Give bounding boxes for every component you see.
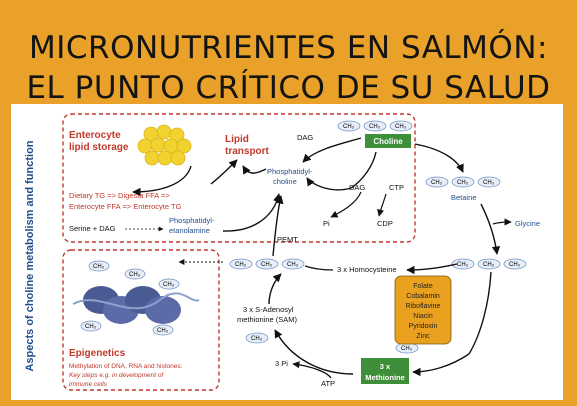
svg-text:CH₃: CH₃: [509, 262, 521, 268]
cofactor-list: Folate Cobalamin Riboflavine Niacin Pyri…: [406, 283, 441, 340]
histone-illustration: [72, 286, 200, 324]
ch3-methionine: CH₃: [395, 342, 419, 354]
cofactor-folate: Folate: [413, 283, 433, 290]
homocysteine-label: 3 x Homocysteine: [337, 265, 397, 274]
svg-text:CH₃: CH₃: [431, 180, 443, 186]
title-line-1: MICRONUTRIENTES EN SALMÓN:: [29, 30, 548, 66]
svg-text:CH₃: CH₃: [163, 282, 175, 288]
betaine-label: Betaine: [451, 193, 476, 202]
svg-text:CH₃: CH₃: [401, 346, 413, 352]
atp-label: ATP: [321, 379, 335, 388]
glycine-label: Glycine: [515, 219, 540, 228]
epigenetics-box: [62, 249, 220, 391]
ch3-row-betaine: CH₃ CH₃ CH₃: [425, 176, 501, 188]
cofactor-riboflavine: Riboflavine: [406, 303, 441, 310]
cofactor-box: [394, 275, 452, 345]
epigenetics-line2: Key steps e.g. in development of: [69, 372, 165, 379]
epigenetics-line3: immune cells: [69, 381, 108, 388]
dietary-line1: Dietary TG => Digesta FFA =>: [69, 191, 170, 200]
ch3-epigenetics: CH₃ CH₃ CH₃ CH₃ CH₃: [80, 260, 180, 336]
cofactor-zinc: Zinc: [416, 333, 430, 340]
svg-text:CH₃: CH₃: [369, 124, 381, 130]
svg-text:CH₃: CH₃: [483, 262, 495, 268]
enterocyte-storage-line1: Enterocyte: [69, 130, 121, 141]
lipid-transport-line2: transport: [225, 146, 270, 157]
svg-text:CH₃: CH₃: [85, 324, 97, 330]
cofactor-pyridoxin: Pyridoxin: [409, 323, 438, 330]
epigenetics-line1: Methylation of DNA, RNA and histones:: [69, 363, 183, 370]
dietary-line2: Enterocyte FFA => Enterocyte TG: [69, 202, 182, 211]
cofactor-niacin: Niacin: [413, 313, 433, 320]
pemt-label: PEMT: [277, 235, 298, 244]
diagram-panel: Aspects of choline metabolism and functi…: [11, 104, 563, 400]
ch3-row-choline: CH₃ CH₃ CH₃: [337, 120, 413, 132]
svg-text:CH₃: CH₃: [129, 272, 141, 278]
svg-text:CH₃: CH₃: [395, 124, 407, 130]
svg-text:CH₃: CH₃: [457, 180, 469, 186]
cdp-label: CDP: [377, 219, 393, 228]
side-label: Aspects of choline metabolism and functi…: [24, 140, 36, 371]
choline-box: [365, 134, 411, 148]
svg-text:CH₃: CH₃: [157, 328, 169, 334]
ctp-label: CTP: [389, 183, 404, 192]
phosphatidyl-choline-1: Phosphatidyl-: [267, 167, 313, 176]
svg-text:CH₃: CH₃: [93, 264, 105, 270]
svg-text:CH₃: CH₃: [251, 336, 263, 342]
enterocyte-storage-line2: lipid storage: [69, 142, 129, 153]
dag-mid: DAG: [349, 183, 365, 192]
svg-text:CH₃: CH₃: [343, 124, 355, 130]
svg-text:CH₃: CH₃: [235, 262, 247, 268]
lipid-box: [62, 113, 416, 243]
ch3-sam: CH₃: [245, 332, 269, 344]
pi-label: Pi: [323, 219, 330, 228]
cofactor-cobalamin: Cobalamin: [406, 293, 440, 300]
methionine-box: [361, 358, 409, 384]
methionine-line1: 3 x: [380, 362, 391, 371]
ch3-row-right: CH₃ CH₃ CH₃: [451, 258, 527, 270]
title-line-2: EL PUNTO CRÍTICO DE SU SALUD: [26, 70, 551, 106]
lipid-droplets: [137, 124, 192, 166]
ch3-row-left: CH₃ CH₃ CH₃: [229, 258, 305, 270]
three-pi: 3 Pi: [275, 359, 288, 368]
phosphatidyl-choline-2: choline: [273, 177, 297, 186]
choline-diagram: Aspects of choline metabolism and functi…: [24, 113, 540, 391]
choline-label: Choline: [373, 137, 403, 146]
sam-line1: 3 x S-Adenosyl: [243, 305, 294, 314]
phosphatidyl-etanolamine-1: Phosphatidyl-: [169, 216, 215, 225]
svg-text:CH₃: CH₃: [457, 262, 469, 268]
svg-text:CH₃: CH₃: [287, 262, 299, 268]
serine-dag: Serine + DAG: [69, 224, 116, 233]
svg-text:CH₃: CH₃: [261, 262, 273, 268]
sam-line2: methionine (SAM): [237, 315, 298, 324]
svg-text:CH₃: CH₃: [483, 180, 495, 186]
dag-top: DAG: [297, 133, 313, 142]
methionine-line2: Methionine: [365, 373, 405, 382]
phosphatidyl-etanolamine-2: etanolamine: [169, 226, 210, 235]
lipid-transport-line1: Lipid: [225, 134, 249, 145]
epigenetics-title: Epigenetics: [69, 348, 126, 359]
